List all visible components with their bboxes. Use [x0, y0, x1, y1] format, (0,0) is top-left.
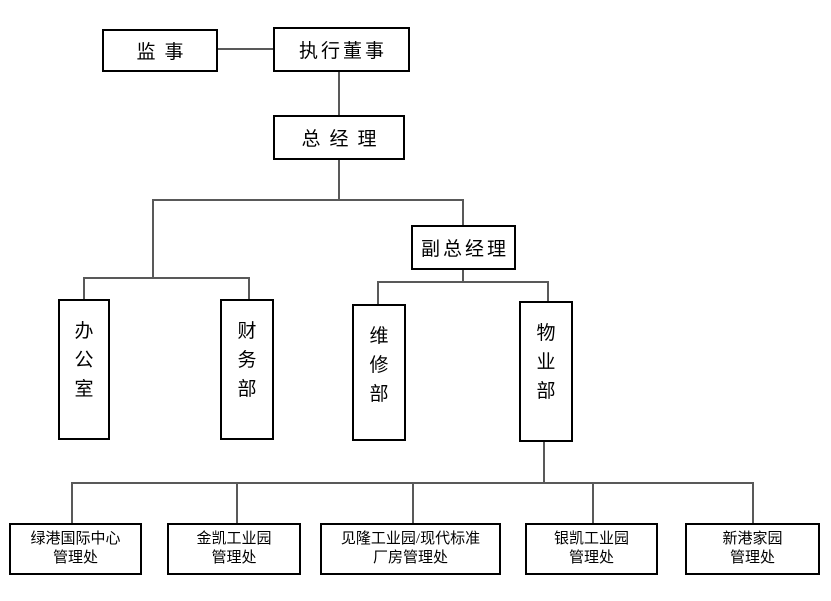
node-executive-director: 执行董事	[273, 27, 410, 72]
node-xingang-line1: 新港家园	[722, 531, 783, 547]
node-jianlong-line1: 见隆工业园/现代标准	[340, 531, 481, 547]
connector-stub-jinkai	[236, 482, 238, 523]
node-property-dept-label: 物 业 部	[536, 323, 556, 402]
connector-stub-lvgang	[71, 482, 73, 523]
node-xingang-line2: 管理处	[729, 550, 775, 566]
node-xingang-homeland-office: 新港家园 管理处	[685, 523, 820, 575]
connector-gm-branch-horizontal	[152, 199, 464, 201]
node-jianlong-industrial-park-office: 见隆工业园/现代标准 厂房管理处	[320, 523, 501, 575]
connector-stub-property	[547, 281, 549, 301]
node-jianlong-line2: 厂房管理处	[372, 550, 448, 566]
node-jinkai-line1: 金凯工业园	[196, 531, 272, 547]
node-finance-dept-label: 财 务 部	[237, 321, 257, 400]
node-deputy-general-manager: 副总经理	[411, 225, 516, 270]
node-general-manager: 总经理	[273, 115, 405, 160]
connector-gm-branch	[338, 160, 340, 201]
node-maintenance-dept: 维 修 部	[352, 304, 406, 441]
node-maintenance-dept-label: 维 修 部	[369, 326, 389, 405]
node-jinkai-industrial-park-office: 金凯工业园 管理处	[167, 523, 301, 575]
node-yinkai-line1: 银凯工业园	[553, 531, 629, 547]
node-lvgang-line2: 管理处	[52, 550, 98, 566]
connector-stub-office	[83, 277, 85, 299]
connector-stub-jianlong	[412, 482, 414, 523]
connector-stub-yinkai	[592, 482, 594, 523]
node-office-label: 办 公 室	[74, 321, 94, 400]
node-finance-dept: 财 务 部	[220, 299, 274, 440]
connector-executive-gm	[338, 72, 340, 115]
connector-left-branch-vertical	[152, 199, 154, 279]
node-general-manager-label: 总经理	[301, 129, 386, 150]
connector-stub-finance	[248, 277, 250, 299]
connector-left-sub-horizontal	[83, 277, 250, 279]
node-jinkai-line2: 管理处	[211, 550, 257, 566]
node-executive-director-label: 执行董事	[298, 41, 387, 62]
connector-supervisor-executive	[218, 48, 273, 50]
node-supervisor-label: 监事	[136, 42, 193, 63]
node-property-dept: 物 业 部	[519, 301, 573, 442]
connector-branch-deputy	[462, 199, 464, 225]
connector-stub-maintenance	[377, 281, 379, 304]
node-yinkai-industrial-park-office: 银凯工业园 管理处	[525, 523, 658, 575]
node-supervisor: 监事	[102, 29, 218, 72]
node-lvgang-line1: 绿港国际中心	[30, 531, 121, 547]
connector-deputy-sub	[462, 270, 464, 282]
node-office: 办 公 室	[58, 299, 110, 440]
node-yinkai-line2: 管理处	[568, 550, 614, 566]
node-deputy-general-manager-label: 副总经理	[420, 239, 509, 260]
connector-property-bottom	[543, 441, 545, 482]
node-lvgang-intl-center-office: 绿港国际中心 管理处	[9, 523, 142, 575]
connector-right-sub-horizontal	[377, 281, 549, 283]
connector-stub-xingang	[752, 482, 754, 523]
